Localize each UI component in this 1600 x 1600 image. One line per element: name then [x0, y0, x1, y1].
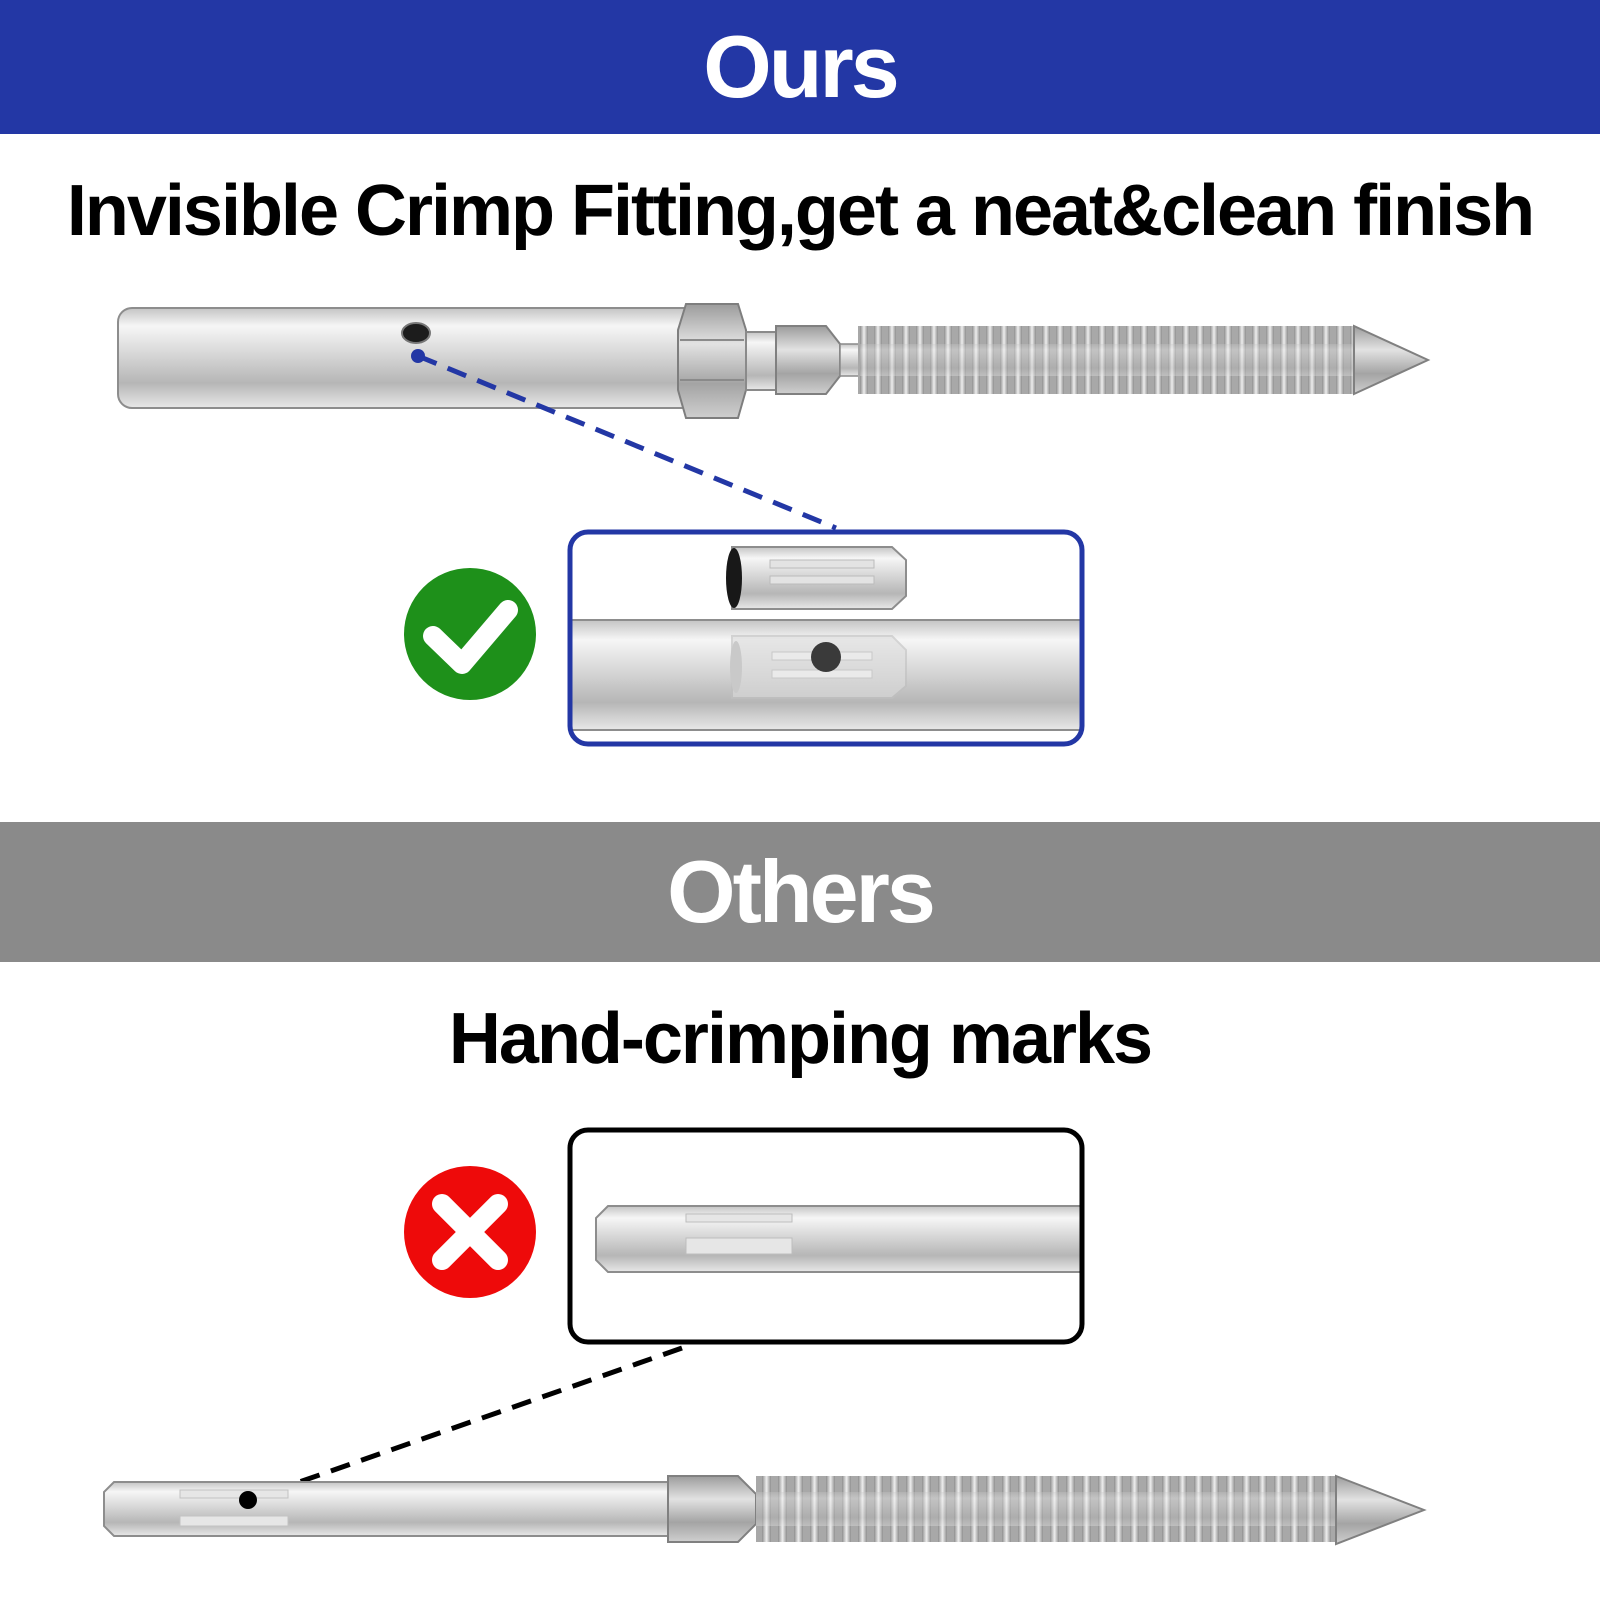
callout-line-ours: [417, 353, 837, 531]
rejected-cross-icon: [404, 1166, 536, 1298]
zoom-inset-ours: [567, 529, 1085, 747]
ours-banner: Ours: [0, 0, 1600, 134]
callout-dot-others: [239, 1491, 257, 1509]
hand-crimped-fitting: [103, 1474, 1427, 1546]
zoom-inset-others: [567, 1127, 1085, 1345]
ours-label: Ours: [703, 17, 899, 116]
others-headline: Hand-crimping marks: [448, 999, 1153, 1079]
callout-line-others: [247, 1345, 683, 1503]
approved-check-icon: [404, 568, 536, 700]
invisible-crimp-fitting: [117, 303, 1431, 419]
others-label: Others: [667, 842, 936, 941]
others-banner: Others: [0, 822, 1600, 962]
ours-headline: Invisible Crimp Fitting,get a neat&clean…: [66, 171, 1535, 251]
